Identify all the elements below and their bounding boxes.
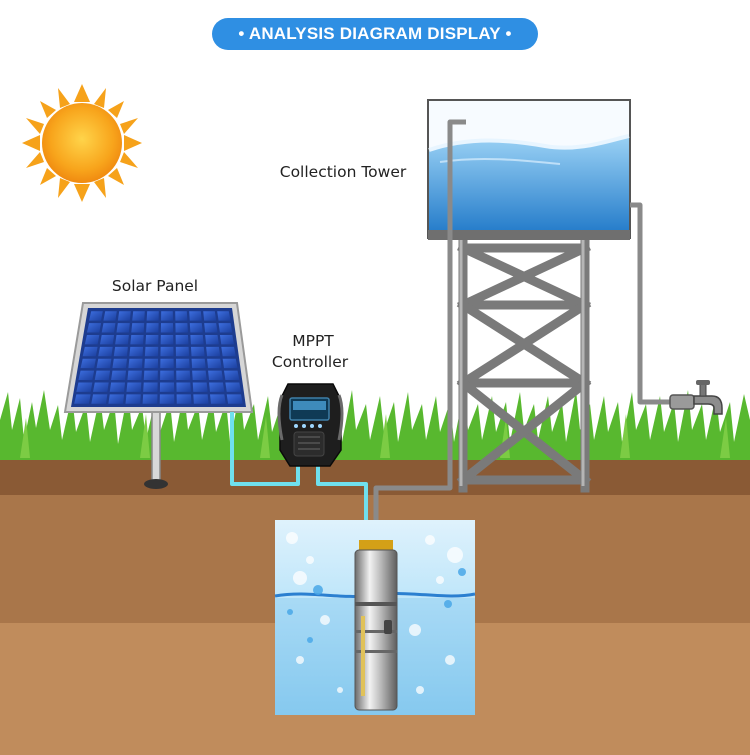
solar-cell [193, 394, 209, 404]
solar-cell [217, 311, 231, 321]
solar-cell [108, 394, 125, 404]
controller-label-line2: Controller [271, 353, 349, 371]
solar-cell [159, 394, 175, 404]
solar-panel-label: Solar Panel [111, 277, 199, 295]
solar-cell [113, 346, 128, 357]
grass [0, 390, 750, 460]
solar-cell [189, 323, 203, 333]
solar-cell [130, 334, 144, 345]
solar-cell [175, 334, 189, 345]
solar-cell [143, 370, 158, 381]
controller-label-line1: MPPT [292, 332, 334, 350]
solar-cell [176, 382, 191, 392]
solar-cell [222, 358, 238, 369]
solar-cell [101, 323, 116, 333]
solar-cell [210, 394, 226, 404]
solar-cell [116, 323, 130, 333]
gray-pipe [373, 119, 690, 540]
collection-tower-label: Collection Tower [279, 163, 407, 181]
solar-cell [84, 334, 100, 345]
solar-cell [175, 323, 188, 333]
solar-cell [143, 382, 158, 392]
solar-cell [99, 334, 115, 345]
solar-cell [109, 382, 126, 392]
controller-cable [230, 412, 368, 545]
submersible-pump [354, 540, 398, 711]
solar-cell [159, 382, 175, 392]
solar-cell [145, 334, 159, 345]
solar-cell [129, 346, 144, 357]
solar-cell [142, 394, 158, 404]
sun-icon [22, 84, 142, 202]
solar-cell [146, 323, 159, 333]
solar-cell [176, 394, 192, 404]
solar-panel [63, 302, 254, 489]
solar-cell [86, 323, 102, 333]
solar-cell [208, 370, 223, 381]
solar-cell [125, 394, 141, 404]
solar-cell [207, 358, 222, 369]
solar-cell [205, 334, 219, 345]
tower-frame-highlight [459, 240, 585, 486]
solar-cell [146, 311, 159, 321]
solar-cell [94, 370, 111, 381]
solar-cell [89, 311, 103, 321]
solar-cell [160, 346, 174, 357]
solar-cell [192, 370, 207, 381]
solar-cell [93, 382, 109, 392]
solar-cell [192, 382, 208, 392]
solar-cell [175, 346, 190, 357]
solar-cell [176, 370, 191, 381]
header-title: • ANALYSIS DIAGRAM DISPLAY • [212, 18, 538, 50]
solar-cell [128, 358, 143, 369]
solar-cell [191, 358, 206, 369]
solar-cell [221, 346, 236, 357]
solar-cell [131, 323, 145, 333]
solar-cell [160, 323, 174, 333]
solar-cell [224, 370, 240, 381]
solar-cell [190, 346, 205, 357]
solar-cell [161, 311, 173, 321]
solar-cell [144, 358, 159, 369]
solar-cell [74, 394, 91, 404]
solar-cell [226, 394, 243, 404]
solar-cell [203, 311, 217, 321]
solar-cell [209, 382, 225, 392]
solar-cell [225, 382, 242, 392]
solar-cell [117, 311, 131, 321]
solar-cell [206, 346, 221, 357]
solar-cell [82, 346, 98, 357]
solar-cell [76, 382, 93, 392]
solar-cell [175, 311, 188, 321]
solar-cell [144, 346, 159, 357]
solar-cell [103, 311, 117, 321]
faucet-icon [669, 380, 723, 415]
solar-cell [96, 358, 112, 369]
solar-cell [98, 346, 113, 357]
mppt-controller [277, 383, 344, 467]
solar-cell [176, 358, 190, 369]
solar-cell [80, 358, 96, 369]
solar-cell [127, 370, 142, 381]
solar-cell [160, 358, 174, 369]
solar-cell [78, 370, 95, 381]
solar-cell [190, 334, 204, 345]
solar-cell [218, 323, 233, 333]
solar-cell [115, 334, 129, 345]
solar-cell [189, 311, 202, 321]
solar-cell [160, 370, 174, 381]
solar-cell [126, 382, 142, 392]
solar-cell [204, 323, 218, 333]
solar-cell [160, 334, 174, 345]
solar-cell [111, 370, 126, 381]
solar-cell [91, 394, 108, 404]
solar-cell [219, 334, 235, 345]
solar-cell [112, 358, 127, 369]
tower-frame [456, 233, 592, 493]
solar-cell [132, 311, 145, 321]
